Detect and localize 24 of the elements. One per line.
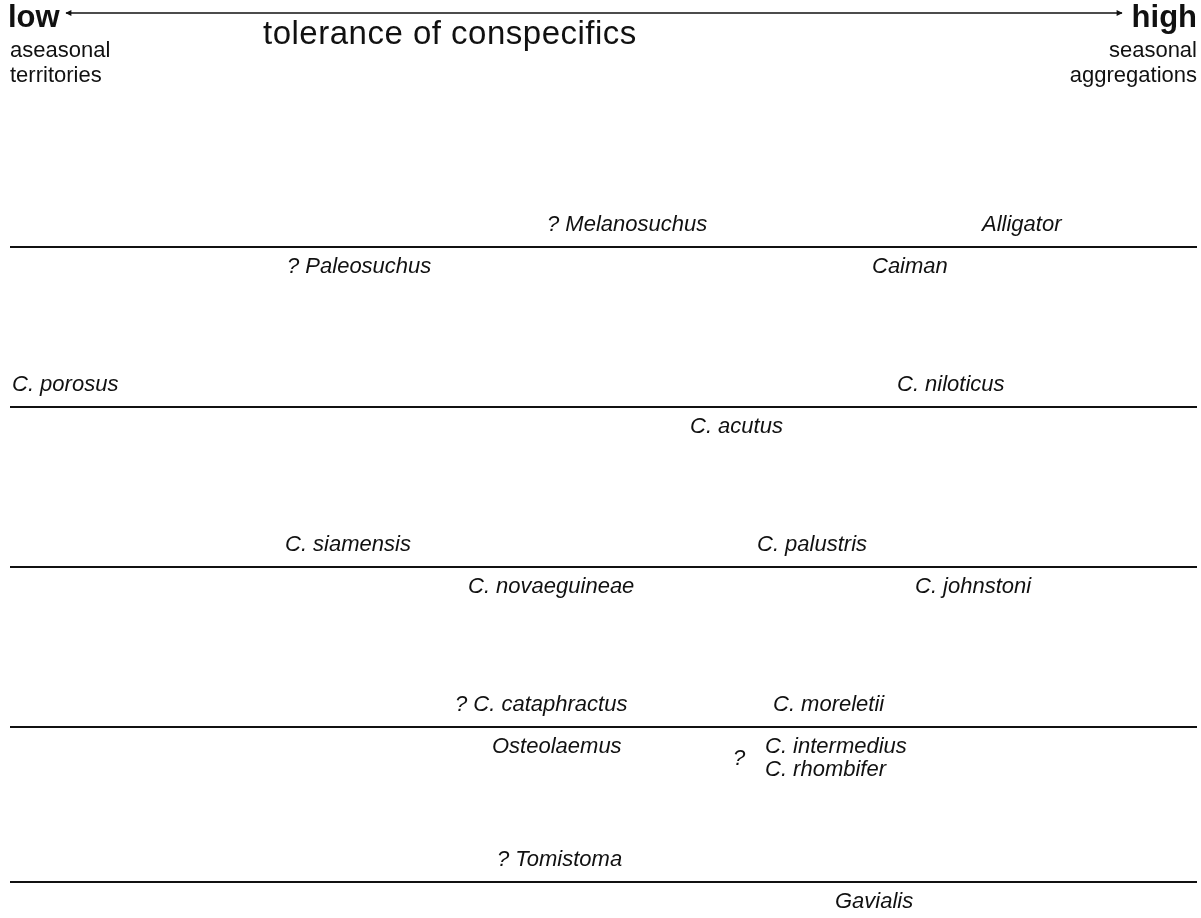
taxon-label: Caiman	[872, 254, 948, 279]
taxon-label: ? Tomistoma	[497, 847, 623, 872]
scale-end-note: aseasonal territories	[10, 38, 112, 88]
taxon-label: C. niloticus	[897, 372, 1005, 397]
taxon-label: C. novaeguineae	[468, 574, 635, 599]
taxon-label: Osteolaemus	[492, 734, 622, 759]
scale-end-label: low	[8, 0, 60, 35]
taxon-label: ? Paleosuchus	[287, 254, 432, 279]
taxon-label: C. moreletii	[773, 692, 885, 717]
taxon-label: C. intermedius	[765, 734, 907, 759]
taxon-label: Gavialis	[835, 889, 914, 914]
taxon-label: ? Melanosuchus	[547, 212, 708, 237]
taxon-label: C. siamensis	[285, 532, 411, 557]
taxon-label: Alligator	[982, 212, 1062, 237]
taxon-label: ? C. cataphractus	[455, 692, 628, 717]
taxon-label: C. rhombifer	[765, 757, 887, 782]
taxon-label: ?	[733, 746, 746, 771]
taxon-label: C. palustris	[757, 532, 868, 557]
scale-end-label: high	[1131, 0, 1197, 35]
taxon-label: C. acutus	[690, 414, 783, 439]
taxon-label: C. porosus	[12, 372, 119, 397]
axis-title: tolerance of conspecifics	[263, 14, 637, 52]
taxon-label: C. johnstoni	[915, 574, 1032, 599]
scale-end-note: seasonal aggregations	[1068, 38, 1197, 88]
